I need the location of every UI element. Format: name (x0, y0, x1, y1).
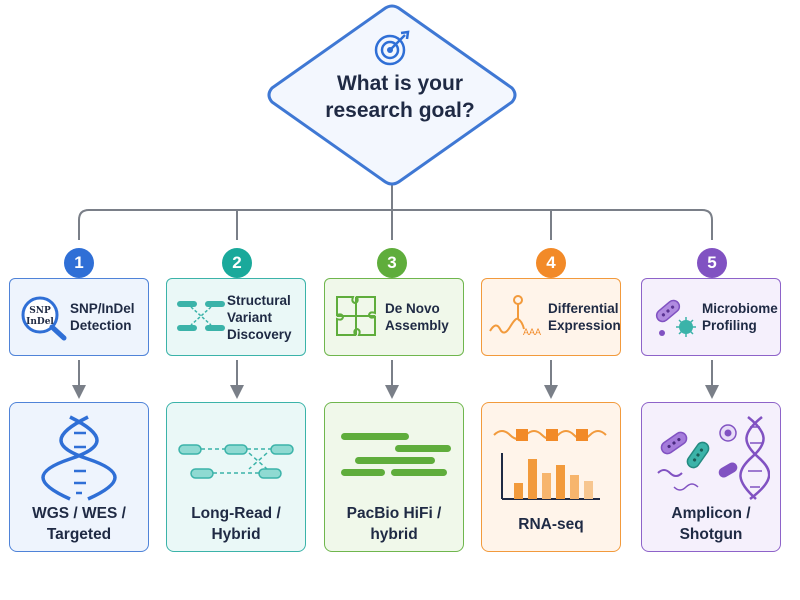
goal-label-microbiome-profiling: Microbiome Profiling (702, 279, 778, 355)
method-label-pacbio-hifi: PacBio HiFi / hybrid (329, 499, 459, 549)
method-box-wgs-wes: WGS / WES / Targeted (9, 402, 149, 552)
goal-label-snp-indel: SNP/InDel Detection (70, 279, 144, 355)
goal-box-structural-variant: Structural Variant Discovery (166, 278, 306, 356)
goal-line: Variant (227, 309, 273, 325)
method-line: RNA-seq (518, 515, 584, 533)
decision-question: What is your research goal? (290, 70, 510, 124)
method-label-amplicon-shotgun: Amplicon / Shotgun (646, 499, 776, 549)
step-badge-2: 2 (222, 248, 252, 278)
method-line: hybrid (370, 526, 418, 543)
decision-line-1: What is your (336, 72, 463, 95)
goal-line: Microbiome (702, 301, 778, 316)
goal-line: De Novo (385, 301, 440, 316)
method-label-long-read: Long-Read / Hybrid (171, 499, 301, 549)
step-badge-1: 1 (64, 248, 94, 278)
puzzle-icon (336, 296, 376, 336)
method-box-rna-seq: RNA-seq (481, 402, 621, 552)
method-box-pacbio-hifi: PacBio HiFi / hybrid (324, 402, 464, 552)
goal-line: Structural (227, 292, 291, 308)
decision-diamond (267, 4, 517, 186)
stacked-reads-icon (341, 433, 451, 476)
method-line: Long-Read / (191, 505, 281, 522)
goal-line: Expression (548, 318, 621, 333)
method-box-long-read: Long-Read / Hybrid (166, 402, 306, 552)
branch-bus (78, 209, 713, 240)
step-badge-4: 4 (536, 248, 566, 278)
magnifier-icon: SNP InDel (21, 296, 67, 341)
goal-line: Discovery (227, 326, 292, 342)
long-reads-icon (178, 444, 294, 479)
microbes-dna-icon (657, 416, 770, 500)
expression-bars-icon (493, 429, 607, 500)
magnifier-text-snp: SNP (29, 306, 51, 316)
method-line: Amplicon / (671, 505, 751, 522)
method-line: Hybrid (211, 526, 261, 543)
poly-a-tail-text: AAA (523, 327, 541, 337)
method-box-amplicon-shotgun: Amplicon / Shotgun (641, 402, 781, 552)
decision-line-2: research goal? (325, 99, 475, 122)
goal-line: Profiling (702, 318, 757, 333)
goal-line: Detection (70, 318, 132, 333)
microbes-icon (655, 299, 696, 337)
mrna-icon: AAA (489, 295, 541, 337)
goal-box-differential-expression: AAA Differential Expression (481, 278, 621, 356)
goal-line: Differential (548, 301, 619, 316)
magnifier-text-indel: InDel (26, 317, 54, 327)
goal-box-snp-indel: SNP InDel SNP/InDel Detection (9, 278, 149, 356)
goal-line: Assembly (385, 318, 449, 333)
method-line: Shotgun (679, 526, 743, 543)
method-line: Targeted (46, 526, 112, 543)
goal-box-de-novo-assembly: De Novo Assembly (324, 278, 464, 356)
goal-label-differential-expression: Differential Expression (548, 279, 621, 355)
crossing-segments-icon (177, 301, 225, 331)
goal-label-structural-variant: Structural Variant Discovery (227, 279, 301, 355)
method-line: WGS / WES / (32, 505, 126, 522)
goal-line: SNP/InDel (70, 301, 135, 316)
goal-label-de-novo-assembly: De Novo Assembly (385, 279, 459, 355)
step-badge-5: 5 (697, 248, 727, 278)
target-arrow-icon (374, 30, 410, 66)
goal-box-microbiome-profiling: Microbiome Profiling (641, 278, 781, 356)
method-label-rna-seq: RNA-seq (486, 499, 616, 549)
method-label-wgs-wes: WGS / WES / Targeted (14, 499, 144, 549)
dna-helix-icon (41, 415, 117, 501)
method-line: PacBio HiFi / (346, 505, 442, 522)
step-badge-3: 3 (377, 248, 407, 278)
